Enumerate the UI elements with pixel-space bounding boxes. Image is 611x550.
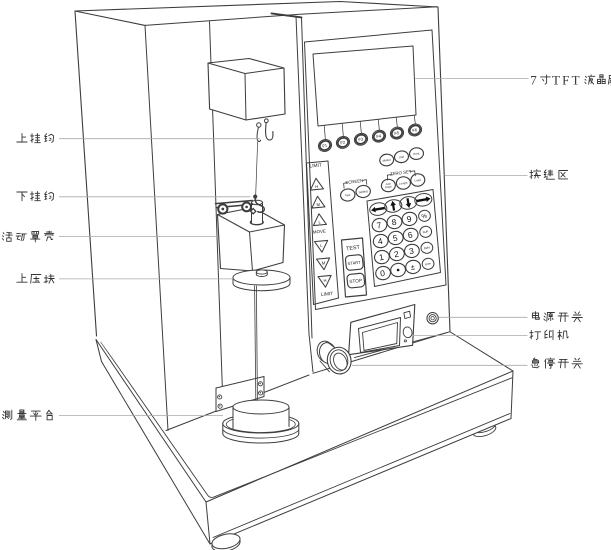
svg-text:SCREEN: SCREEN [345,178,363,185]
svg-text:H: H [315,184,318,189]
svg-text:M: M [321,260,325,265]
svg-text:Unit: Unit [399,155,405,160]
svg-text:1: 1 [378,252,385,263]
svg-text:Print: Print [413,151,420,156]
svg-text:H: H [323,278,326,283]
svg-text:±: ± [410,262,416,272]
svg-text:Auto: Auto [385,181,391,186]
svg-text:3: 3 [408,246,415,257]
svg-text:4: 4 [377,236,384,247]
svg-text:LIMIT: LIMIT [321,291,334,298]
svg-text:%: % [421,213,428,220]
svg-text:L: L [318,219,321,224]
svg-text:F1: F1 [322,143,328,149]
svg-text:TEST: TEST [346,244,361,252]
svg-text:START: START [347,260,361,266]
svg-text:2: 2 [393,249,400,260]
svg-text:F5: F5 [394,130,400,136]
svg-text:L: L [320,243,323,248]
svg-text:TFT: TFT [552,73,582,88]
svg-text:SDN: SDN [423,245,430,250]
svg-text:F4: F4 [376,133,382,139]
svg-text:Enter: Enter [425,262,432,266]
svg-text:SUP: SUP [422,229,428,234]
svg-text:9: 9 [406,214,413,225]
svg-text:LIMIT: LIMIT [309,162,322,169]
svg-text:F6: F6 [412,127,418,133]
svg-text:6: 6 [407,230,414,241]
svg-text:Origin: Origin [385,184,393,189]
svg-text:Model: Model [382,158,391,163]
svg-text:F2: F2 [340,139,346,145]
svg-text:5: 5 [392,233,399,244]
svg-text:M: M [316,202,320,207]
svg-text:7: 7 [530,73,537,88]
svg-text:8: 8 [391,217,398,228]
svg-text:ZERO SET: ZERO SET [390,169,412,177]
svg-text:0: 0 [379,268,386,279]
svg-text:Setting: Setting [358,189,368,194]
svg-text:Length: Length [399,181,408,186]
svg-text:F3: F3 [358,136,364,142]
svg-text:Load: Load [414,178,421,183]
svg-text:STOP: STOP [349,278,362,284]
svg-text:Test: Test [345,193,351,198]
svg-text:MOVE: MOVE [313,228,326,234]
svg-text:7: 7 [376,220,383,231]
